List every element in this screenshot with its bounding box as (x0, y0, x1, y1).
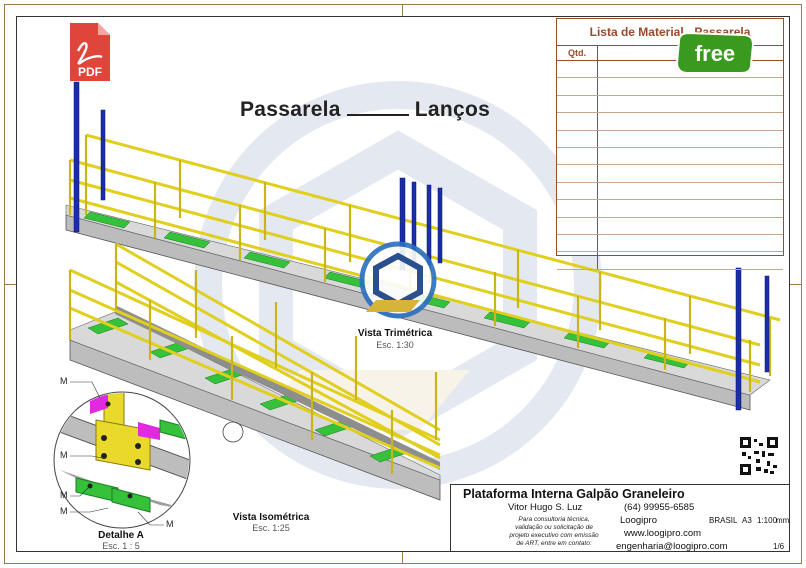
materials-list-row (557, 252, 783, 270)
drawing-scale: 1:100 (757, 516, 778, 525)
frame-tick-left (4, 284, 16, 285)
materials-list-row (557, 234, 783, 253)
pdf-icon: PDF (70, 23, 110, 81)
row-qty (557, 165, 598, 182)
center-logo (359, 241, 437, 319)
row-description (598, 148, 783, 164)
materials-list-row (557, 95, 783, 114)
materials-list-row (557, 130, 783, 148)
isometric-view-scale: Esc. 1:25 (252, 523, 290, 533)
trimetric-view-label: Vista Trimétrica (357, 328, 433, 339)
marker-label: M (60, 506, 68, 516)
designer-name: Vitor Hugo S. Luz (508, 502, 583, 513)
row-qty (557, 113, 598, 130)
row-description (598, 113, 783, 129)
col-qty: Qtd. (557, 46, 598, 60)
email: engenharia@loogipro.com (616, 541, 728, 552)
detail-a (53, 381, 191, 529)
row-description (598, 78, 783, 94)
materials-list-row (557, 165, 783, 183)
row-qty (557, 217, 598, 234)
marker-label: M (60, 450, 68, 460)
marker-label: M (60, 376, 68, 386)
row-qty (557, 95, 598, 113)
pdf-label: PDF (78, 65, 102, 79)
row-description (598, 252, 783, 268)
detail-view-label: Detalhe A (98, 530, 144, 541)
materials-list-row (557, 200, 783, 218)
materials-list-row (557, 147, 783, 166)
isometric-walkway (68, 242, 441, 501)
materials-list-row (557, 182, 783, 201)
row-description (598, 131, 783, 147)
detail-view-scale: Esc. 1 : 5 (102, 541, 140, 551)
isometric-view-label: Vista Isométrica (232, 512, 310, 523)
free-badge: free (675, 31, 755, 74)
sheet-number: 1/6 (773, 542, 785, 551)
marker-label: M (166, 519, 174, 529)
frame-tick-top (402, 4, 403, 16)
frame-tick-right (790, 284, 802, 285)
row-qty (557, 182, 598, 200)
quantity-blank (346, 96, 409, 116)
materials-list-row (557, 113, 783, 131)
row-description (598, 218, 783, 234)
marker-label: M (60, 490, 68, 500)
project-title: Plataforma Interna Galpão Graneleiro (463, 487, 685, 501)
row-qty (557, 61, 598, 78)
company-name: Loogipro (620, 515, 657, 526)
row-qty (557, 252, 598, 269)
row-qty (557, 78, 598, 95)
trimetric-view-scale: Esc. 1:30 (376, 340, 414, 350)
row-qty (557, 234, 598, 252)
row-description (598, 183, 783, 199)
free-label: free (695, 41, 735, 66)
country: BRASIL (709, 516, 738, 525)
materials-list-row (557, 78, 783, 96)
sheet-size: A3 (742, 516, 752, 525)
materials-list-row (557, 217, 783, 235)
qr-code-icon (740, 437, 778, 475)
row-qty (557, 200, 598, 217)
row-description (598, 165, 783, 181)
units: mm (776, 516, 790, 525)
website: www.loogipro.com (624, 528, 702, 539)
phone: (64) 99955-6585 (624, 502, 695, 513)
materials-list-row (557, 61, 783, 79)
row-description (598, 96, 783, 112)
frame-tick-bottom (402, 552, 403, 564)
materials-list-rows (557, 61, 783, 270)
row-description (598, 235, 783, 251)
row-qty (557, 147, 598, 165)
title-block (450, 484, 790, 552)
inner-border (16, 16, 790, 552)
row-description (598, 200, 783, 216)
row-qty (557, 130, 598, 147)
contact-note: Para consultoria técnica, validação ou s… (509, 516, 599, 547)
